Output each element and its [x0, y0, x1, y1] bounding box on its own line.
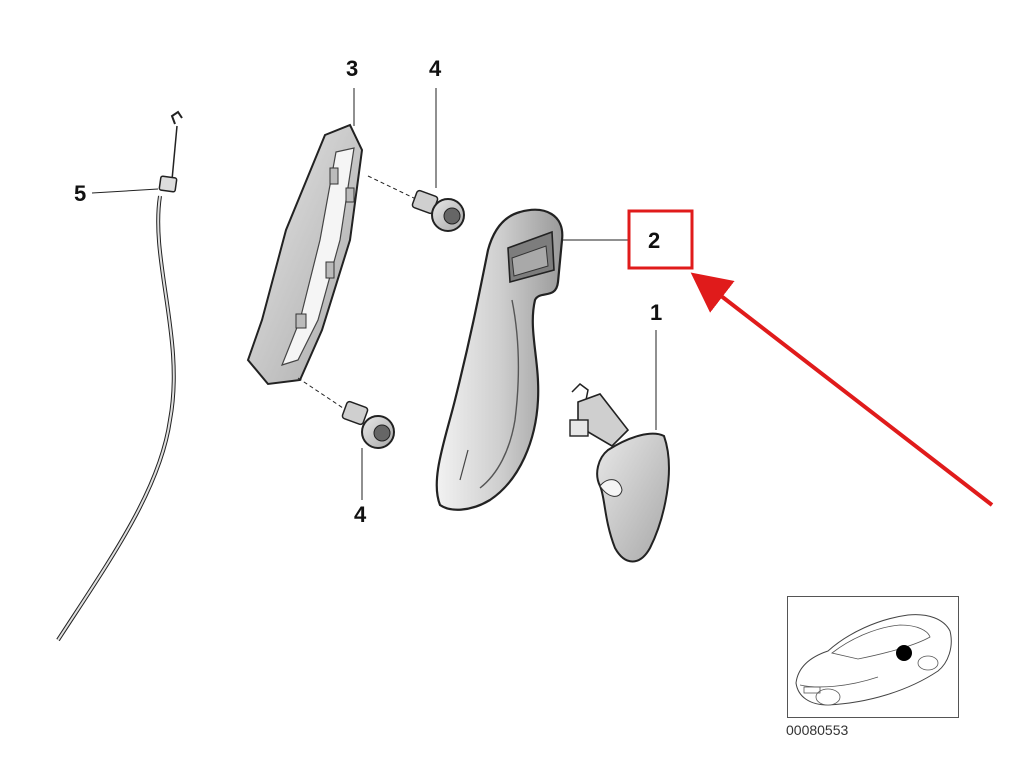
location-marker [896, 645, 912, 661]
car-icon [795, 614, 952, 706]
highlight-box [627, 209, 694, 270]
cover-part-1 [569, 330, 670, 563]
leader-line-5 [91, 188, 159, 194]
screw-bottom-part-4 [341, 400, 395, 500]
callout-2: 2 [648, 228, 661, 253]
callout-1: 1 [650, 300, 663, 325]
screw-top-part-4 [411, 88, 465, 232]
cable-part-5 [56, 110, 183, 642]
callout-5: 5 [74, 181, 87, 206]
reference-code: 00080553 [786, 722, 849, 738]
highlight-arrow [690, 272, 994, 507]
vehicle-location-thumbnail [787, 596, 959, 718]
callout-3: 3 [346, 56, 359, 81]
handle-part-2 [435, 208, 630, 511]
callout-4-bottom: 4 [354, 502, 367, 527]
callout-4-top: 4 [429, 56, 442, 81]
bracket-part-3 [246, 88, 419, 411]
